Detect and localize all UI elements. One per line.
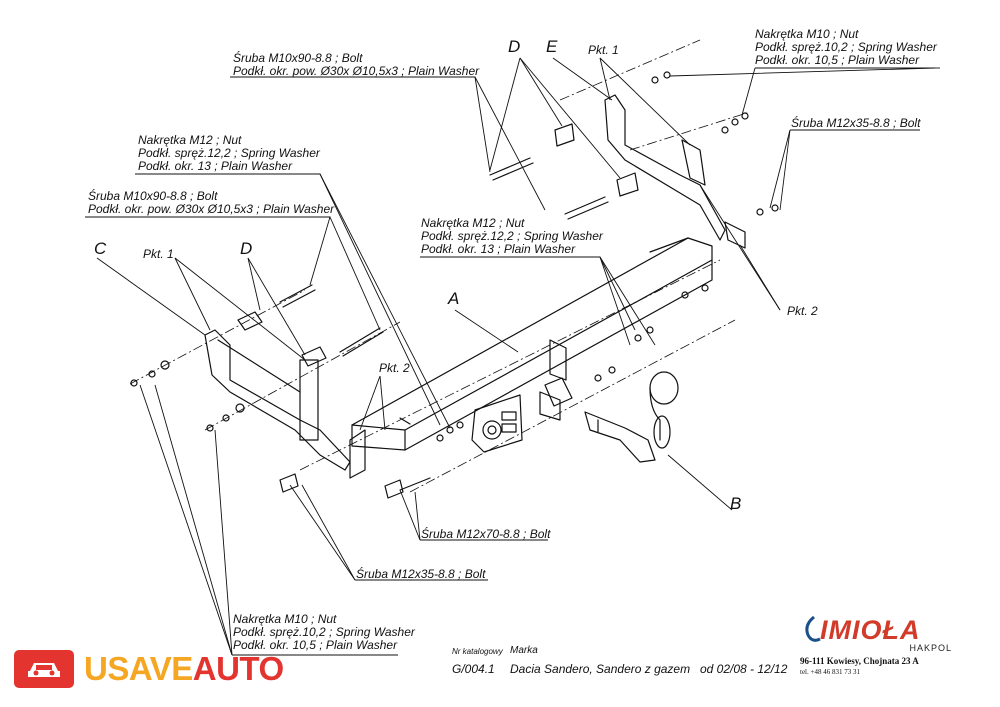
catalog-marka-label: Marka — [510, 645, 538, 656]
callout-line: Nakrętka M10 ; Nut — [233, 612, 337, 626]
callout-line: Podkł. okr. 10,5 ; Plain Washer — [755, 53, 920, 67]
label-b: B — [730, 494, 742, 513]
tow-ball-b — [584, 371, 679, 463]
watermark-part2: AUTO — [192, 650, 284, 687]
manufacturer-address: 96-111 Kowiesy, Chojnata 23 A — [800, 656, 919, 666]
callout-line: Śruba M10x90-8.8 ; Bolt — [88, 189, 218, 203]
left-bracket-c — [204, 329, 366, 479]
callout-line: Nakrętka M12 ; Nut — [421, 216, 525, 230]
manufacturer-phone: tel. +48 46 831 73 31 — [800, 668, 860, 676]
callout-center-nut: Nakrętka M12 ; Nut Podkł. spręż.12,2 ; S… — [421, 217, 603, 256]
imiola-logo: IMIOŁA HAKPOL — [805, 615, 960, 653]
callout-left-bolt: Śruba M10x90-8.8 ; Bolt Podkł. okr. pow.… — [88, 190, 334, 216]
callout-top-right-nut: Nakrętka M10 ; Nut Podkł. spręż.10,2 ; S… — [755, 28, 937, 67]
label-d-right: D — [508, 37, 521, 56]
hook-icon — [805, 615, 821, 642]
callout-bottom-nut: Nakrętka M10 ; Nut Podkł. spręż.10,2 ; S… — [233, 613, 415, 652]
label-c: C — [94, 239, 107, 258]
callout-line: Podkł. okr. 13 ; Plain Washer — [138, 159, 293, 173]
callout-line: Podkł. spręż.12,2 ; Spring Washer — [421, 229, 603, 243]
label-d-left: D — [240, 239, 253, 258]
socket-plate — [471, 394, 523, 453]
callout-line: Nakrętka M12 ; Nut — [138, 133, 242, 147]
callout-line: Podkł. spręż.10,2 ; Spring Washer — [233, 625, 415, 639]
callout-bolt-m12x70: Śruba M12x70-8.8 ; Bolt — [421, 527, 551, 541]
callout-line: Podkł. okr. 10,5 ; Plain Washer — [233, 638, 398, 652]
leader-lines — [85, 57, 940, 656]
imiola-sub: HAKPOL — [909, 643, 952, 653]
callout-top-bolt: Śruba M10x90-8.8 ; Bolt Podkł. okr. pow.… — [233, 52, 479, 78]
catalog-number: G/004.1 — [452, 662, 495, 676]
imiola-name: IMIOŁA — [820, 615, 921, 645]
crossbar-a — [351, 237, 713, 451]
callout-line: Nakrętka M10 ; Nut — [755, 27, 859, 41]
callout-line: Śruba M10x90-8.8 ; Bolt — [233, 51, 363, 65]
label-pkt2-left: Pkt. 2 — [379, 361, 410, 375]
axis-lines — [129, 39, 751, 493]
right-bracket-e — [604, 94, 746, 249]
callout-line: Podkł. spręż.12,2 ; Spring Washer — [138, 146, 320, 160]
callout-left-nut: Nakrętka M12 ; Nut Podkł. spręż.12,2 ; S… — [138, 134, 320, 173]
callout-line: Podkł. okr. 13 ; Plain Washer — [421, 242, 576, 256]
label-e: E — [546, 37, 558, 56]
callout-bolt-m12x35: Śruba M12x35-8.8 ; Bolt — [356, 567, 486, 581]
callout-line: Podkł. okr. pow. Ø30x Ø10,5x3 ; Plain Wa… — [233, 64, 480, 78]
callout-line: Podkł. spręż.10,2 ; Spring Washer — [755, 40, 937, 54]
catalog-years: od 02/08 - 12/12 — [700, 662, 788, 676]
car-icon — [14, 650, 74, 688]
callout-right-bolt: Śruba M12x35-8.8 ; Bolt — [791, 116, 921, 130]
catalog-nr-label: Nr katalogowy — [452, 647, 503, 656]
ball-neck-bracket — [539, 339, 573, 421]
label-pkt1-top: Pkt. 1 — [588, 43, 619, 57]
label-pkt1-left: Pkt. 1 — [143, 247, 174, 261]
label-a: A — [448, 289, 460, 308]
watermark-part1: USAVE — [84, 650, 193, 687]
label-pkt2-right: Pkt. 2 — [787, 304, 818, 318]
catalog-model: Dacia Sandero, Sandero z gazem — [510, 662, 691, 676]
d-bolts-left — [237, 284, 384, 367]
d-bolts-right — [489, 123, 639, 220]
callout-line: Podkł. okr. pow. Ø30x Ø10,5x3 ; Plain Wa… — [88, 202, 335, 216]
